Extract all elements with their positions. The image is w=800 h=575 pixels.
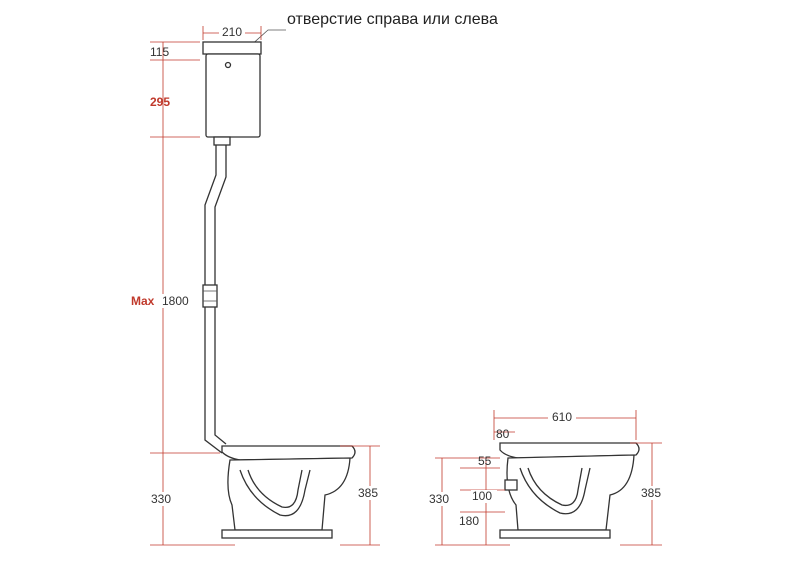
toilet-bowl-front-view: [499, 442, 640, 539]
bowl-foot-right: [499, 529, 611, 539]
pipe-coupling: [202, 284, 218, 308]
dim-cistern-height: 295: [150, 95, 170, 109]
left-dimensions: 210 115 295 Max 1800 330 385: [129, 25, 384, 546]
bowl-foot: [221, 529, 333, 539]
bowl-body: [227, 457, 351, 531]
dim-top-offset: 115: [150, 45, 169, 59]
dim-cistern-width: 210: [222, 25, 242, 39]
right-dimensions: 610 80 55 100 330 180 385: [428, 410, 668, 546]
dim-55: 55: [478, 454, 492, 468]
bowl-body-right: [506, 454, 635, 531]
dim-100: 100: [472, 489, 492, 503]
dim-80: 80: [496, 427, 510, 441]
dim-bowl-height-right: 385: [358, 486, 378, 500]
max-label: Max: [131, 294, 155, 308]
dim-bowl-height-left-right: 330: [429, 492, 449, 506]
flush-pipe: [202, 145, 227, 454]
dim-length: 610: [552, 410, 572, 424]
dim-bowl-height-right-right: 385: [641, 486, 661, 500]
side-hole: [224, 61, 232, 69]
cistern: [202, 41, 262, 146]
cistern-outlet: [213, 136, 231, 146]
cistern-body: [205, 53, 261, 138]
toilet-bowl-side-view: [221, 445, 356, 539]
dim-max-height: 1800: [162, 294, 189, 308]
inlet-right: [504, 479, 518, 491]
hole-annotation: отверстие справа или слева: [287, 11, 498, 28]
dim-bowl-height-left: 330: [151, 492, 171, 506]
dim-180: 180: [459, 514, 479, 528]
cistern-lid: [202, 41, 262, 55]
